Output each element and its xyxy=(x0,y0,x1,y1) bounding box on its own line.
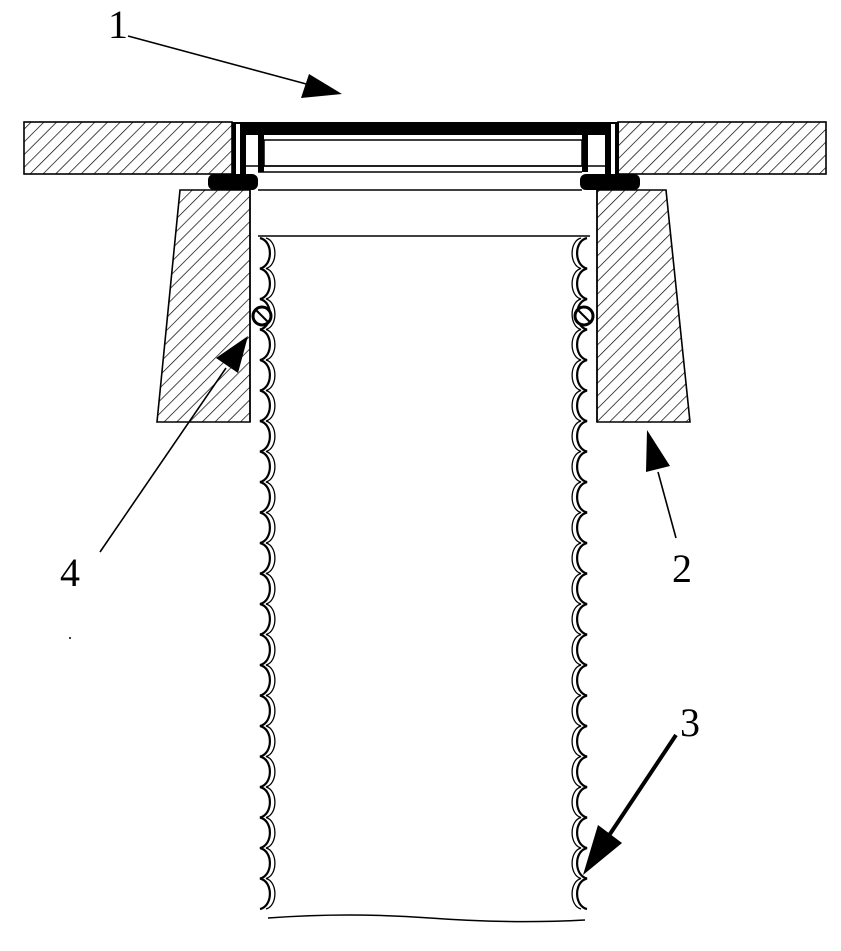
corrugated-pipe xyxy=(259,236,588,923)
label-1: 1 xyxy=(108,2,128,47)
leader-arrow-2 xyxy=(646,430,677,539)
leader-arrow-3 xyxy=(583,733,678,875)
cap-assembly xyxy=(208,122,640,191)
label-4: 4 xyxy=(60,550,80,595)
top-plate-left xyxy=(23,121,233,175)
leader-arrow-4 xyxy=(99,336,248,553)
label-2: 2 xyxy=(672,546,692,591)
seal-ring-right xyxy=(573,305,595,327)
leader-arrow-1 xyxy=(127,35,342,98)
label-3: 3 xyxy=(680,700,700,745)
tapered-block-right xyxy=(596,189,691,423)
top-plate-right xyxy=(617,121,827,175)
stray-mark xyxy=(69,637,71,639)
tapered-block-left xyxy=(156,189,251,423)
seal-ring-left xyxy=(251,305,273,327)
inner-sleeve xyxy=(249,190,598,422)
pipe-bottom-break-line xyxy=(267,914,586,923)
